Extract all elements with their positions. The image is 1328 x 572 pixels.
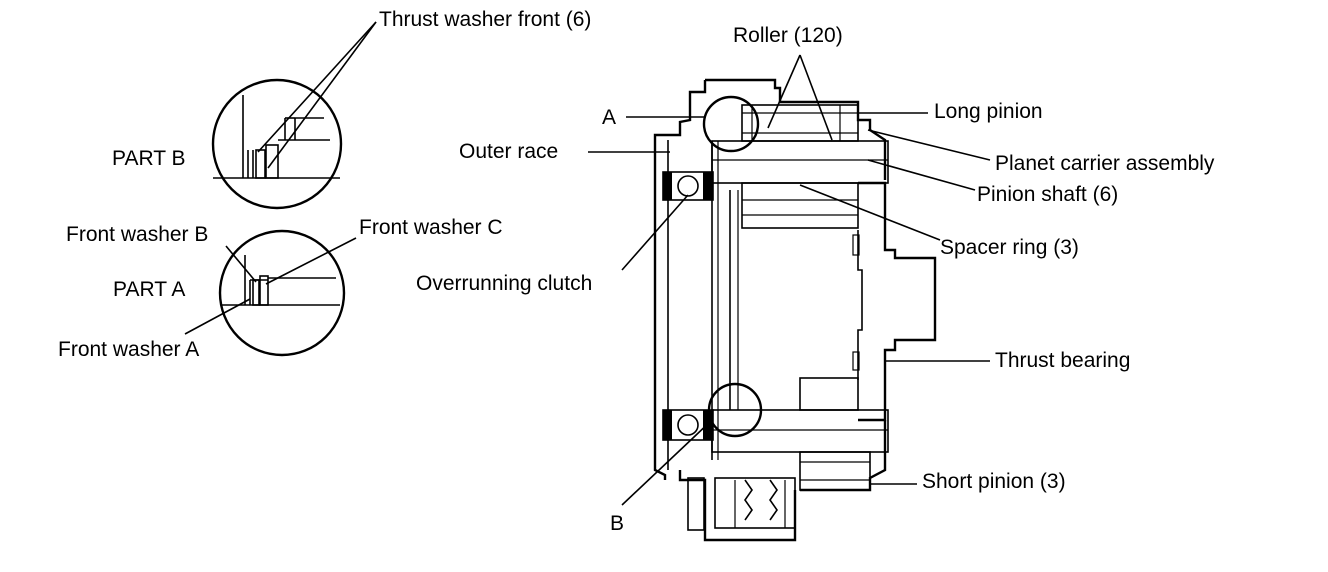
label-outer-race: Outer race xyxy=(459,140,558,163)
detail-part-b xyxy=(211,78,343,210)
label-spacer-ring: Spacer ring (3) xyxy=(940,236,1079,259)
detail-a-callout-circle xyxy=(702,95,760,153)
detail-b-callout-circle xyxy=(707,382,763,438)
detail-part-a xyxy=(218,229,346,357)
label-roller: Roller (120) xyxy=(733,24,843,47)
leader-lines xyxy=(184,21,991,506)
label-long-pinion: Long pinion xyxy=(934,100,1043,123)
label-thrust-bearing: Thrust bearing xyxy=(995,349,1130,372)
label-pinion-shaft: Pinion shaft (6) xyxy=(977,183,1118,206)
part-a-detail-circle xyxy=(218,229,346,357)
label-marker-b: B xyxy=(610,512,624,535)
label-overrunning-clutch: Overrunning clutch xyxy=(416,272,592,295)
label-part-a: PART A xyxy=(113,278,185,301)
label-front-washer-b: Front washer B xyxy=(66,223,208,246)
part-b-detail-circle xyxy=(211,78,343,210)
label-thrust-washer-front: Thrust washer front (6) xyxy=(379,8,591,31)
label-part-b: PART B xyxy=(112,147,186,170)
labels: Thrust washer front (6) PART B Front was… xyxy=(58,8,1215,535)
label-planet-carrier-assembly: Planet carrier assembly xyxy=(995,152,1215,175)
label-marker-a: A xyxy=(602,106,616,129)
planet-carrier-cross-section xyxy=(653,78,937,542)
label-front-washer-a: Front washer A xyxy=(58,338,199,361)
label-short-pinion: Short pinion (3) xyxy=(922,470,1066,493)
label-front-washer-c: Front washer C xyxy=(359,216,503,239)
